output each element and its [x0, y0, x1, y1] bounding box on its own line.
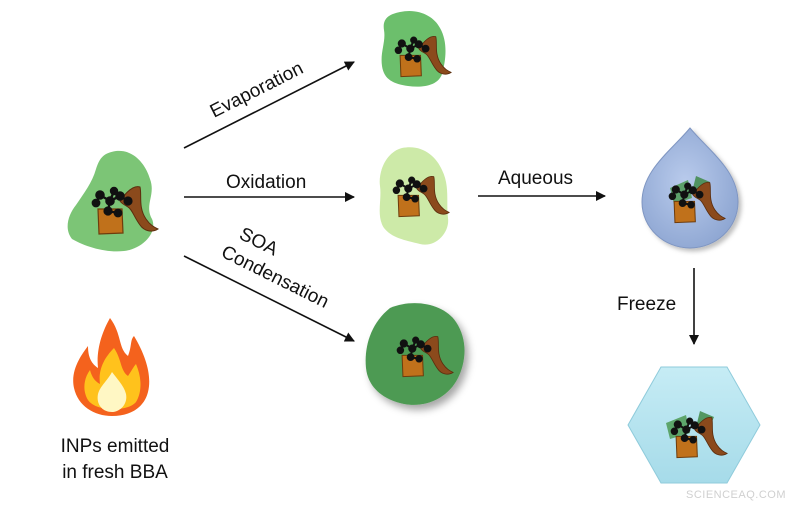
label-oxidation: Oxidation — [226, 172, 306, 193]
ice-crystal-icon — [627, 366, 761, 484]
evaporated-particle-icon — [381, 10, 453, 87]
arrow-evaporation — [183, 61, 355, 149]
soa-coated-particle-icon — [365, 303, 465, 405]
watermark: SCIENCEAQ.COM — [686, 489, 786, 501]
caption-inps-line2: in fresh BBA — [62, 462, 168, 483]
fresh-particle-icon — [67, 150, 160, 252]
arrow-soa-condensation — [183, 255, 355, 342]
droplet-icon — [641, 127, 739, 249]
label-evaporation: Evaporation — [207, 58, 307, 122]
oxidized-particle-icon — [379, 147, 451, 245]
label-aqueous: Aqueous — [498, 168, 573, 189]
label-freeze: Freeze — [617, 294, 676, 315]
flame-icon — [73, 318, 150, 416]
caption-inps-line1: INPs emitted — [61, 436, 170, 457]
